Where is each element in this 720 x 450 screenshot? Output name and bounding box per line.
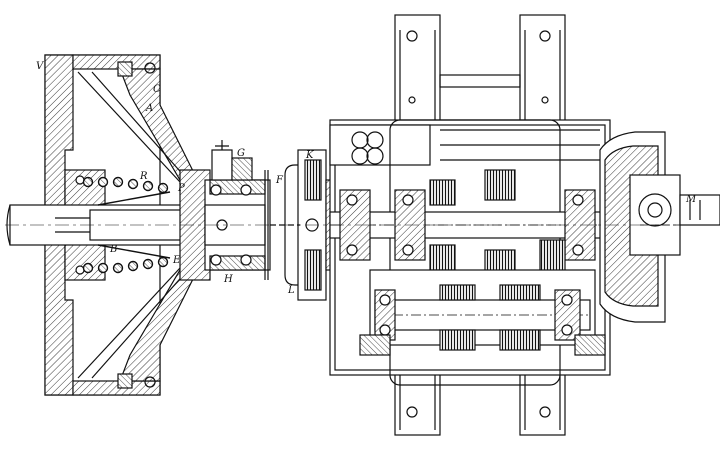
flexible-coupling — [270, 149, 341, 301]
label-g: G — [237, 148, 245, 159]
label-k: K — [306, 150, 314, 161]
label-c: C — [153, 84, 161, 95]
label-a: A — [146, 103, 154, 114]
label-h: H — [224, 274, 233, 285]
thrust-bearing-housing — [179, 140, 271, 281]
label-m: M — [686, 194, 697, 205]
lower-countershaft — [359, 269, 606, 356]
label-v: V — [36, 61, 44, 72]
label-l: L — [288, 285, 295, 296]
label-e: E — [173, 255, 181, 266]
label-p: P — [178, 183, 185, 194]
clutch-spring — [82, 176, 171, 274]
label-r: R — [140, 171, 148, 182]
label-b: B — [110, 244, 118, 255]
right-end-housing — [599, 131, 720, 323]
label-f: F — [276, 175, 283, 186]
